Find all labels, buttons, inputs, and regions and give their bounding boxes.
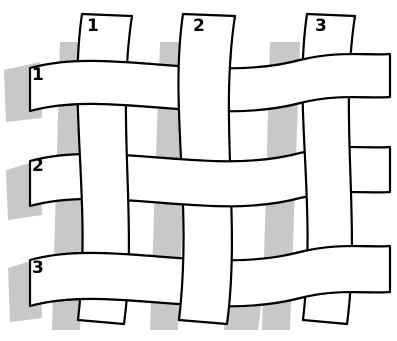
vertical-strip-label-3: 3 (315, 16, 327, 36)
horizontal-strip-label-2: 2 (32, 156, 44, 176)
vertical-strip-label-2: 2 (193, 16, 205, 36)
horizontal-strip-label-3: 3 (32, 258, 44, 278)
horizontal-strip-label-1: 1 (32, 65, 44, 85)
vertical-strip-label-1: 1 (87, 16, 99, 36)
